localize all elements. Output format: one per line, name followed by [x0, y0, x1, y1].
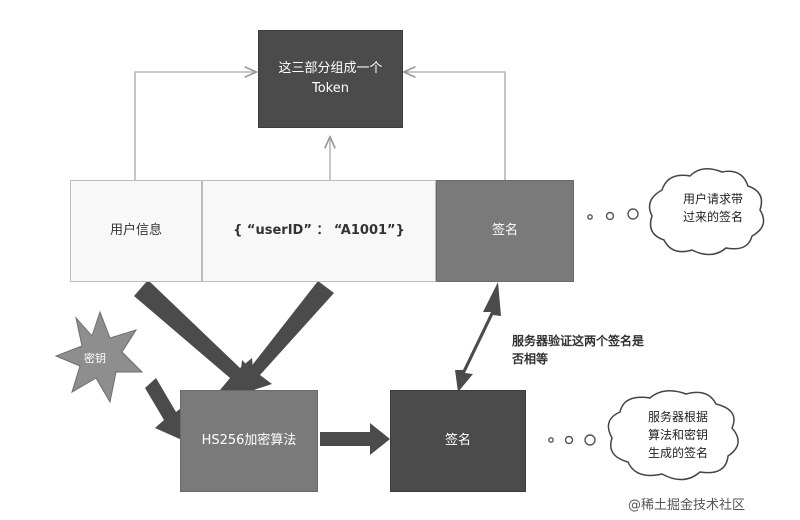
user-info-box: 用户信息 [70, 180, 202, 282]
signature-top-box: 签名 [436, 180, 574, 282]
thick-arrows [134, 280, 501, 455]
arrow-hs256-to-signature [320, 423, 390, 455]
payload-label: { “userID” ： “A1001”} [233, 223, 405, 238]
arrow-secret-to-hs256 [145, 378, 185, 440]
watermark-text: @稀土掘金技术社区 [628, 498, 746, 513]
user-info-label: 用户信息 [109, 223, 162, 238]
arrow-userinfo-to-hs256 [134, 280, 255, 392]
verify-label-line2: 否相等 [512, 352, 549, 366]
watermark: @稀土掘金技术社区 [628, 494, 745, 513]
cloud-top-line1: 用户请求带 [682, 192, 743, 206]
secret-label: 密钥 [84, 350, 106, 368]
secret-text: 密钥 [84, 352, 106, 365]
arrow-payload-to-hs256 [238, 281, 334, 395]
cloud-top-text: 用户请求带 过来的签名 [668, 190, 758, 226]
signature-top-label: 签名 [491, 223, 518, 238]
cloud-bottom-line3: 生成的签名 [647, 446, 708, 460]
verify-label-line1: 服务器验证这两个签名是 [512, 334, 645, 348]
arrow-verify-double [455, 282, 501, 392]
user-info-connector [134, 72, 255, 180]
token-box: 这三部分组成一个 Token [258, 30, 403, 128]
hs256-label: HS256加密算法 [201, 433, 297, 448]
cloud-bottom-line1: 服务器根据 [647, 410, 708, 424]
cloud-bottom-line2: 算法和密钥 [647, 428, 708, 442]
cloud-bottom [607, 390, 739, 481]
signature-bottom-label: 签名 [444, 433, 471, 448]
payload-box: { “userID” ： “A1001”} [202, 180, 436, 282]
cloud-dots-top [587, 208, 639, 221]
cloud-dots-bottom [548, 434, 596, 446]
signature-bottom-box: 签名 [390, 390, 526, 492]
cloud-top-line2: 过来的签名 [682, 210, 743, 224]
token-box-line2: Token [312, 81, 349, 96]
cloud-top [648, 168, 765, 256]
signature-connector [405, 72, 506, 180]
token-box-line1: 这三部分组成一个 [278, 61, 383, 76]
cloud-bottom-text: 服务器根据 算法和密钥 生成的签名 [628, 408, 728, 462]
secret-star [54, 310, 144, 404]
verify-label: 服务器验证这两个签名是 否相等 [512, 332, 644, 368]
hs256-box: HS256加密算法 [180, 390, 318, 492]
connector-lines [134, 72, 506, 180]
